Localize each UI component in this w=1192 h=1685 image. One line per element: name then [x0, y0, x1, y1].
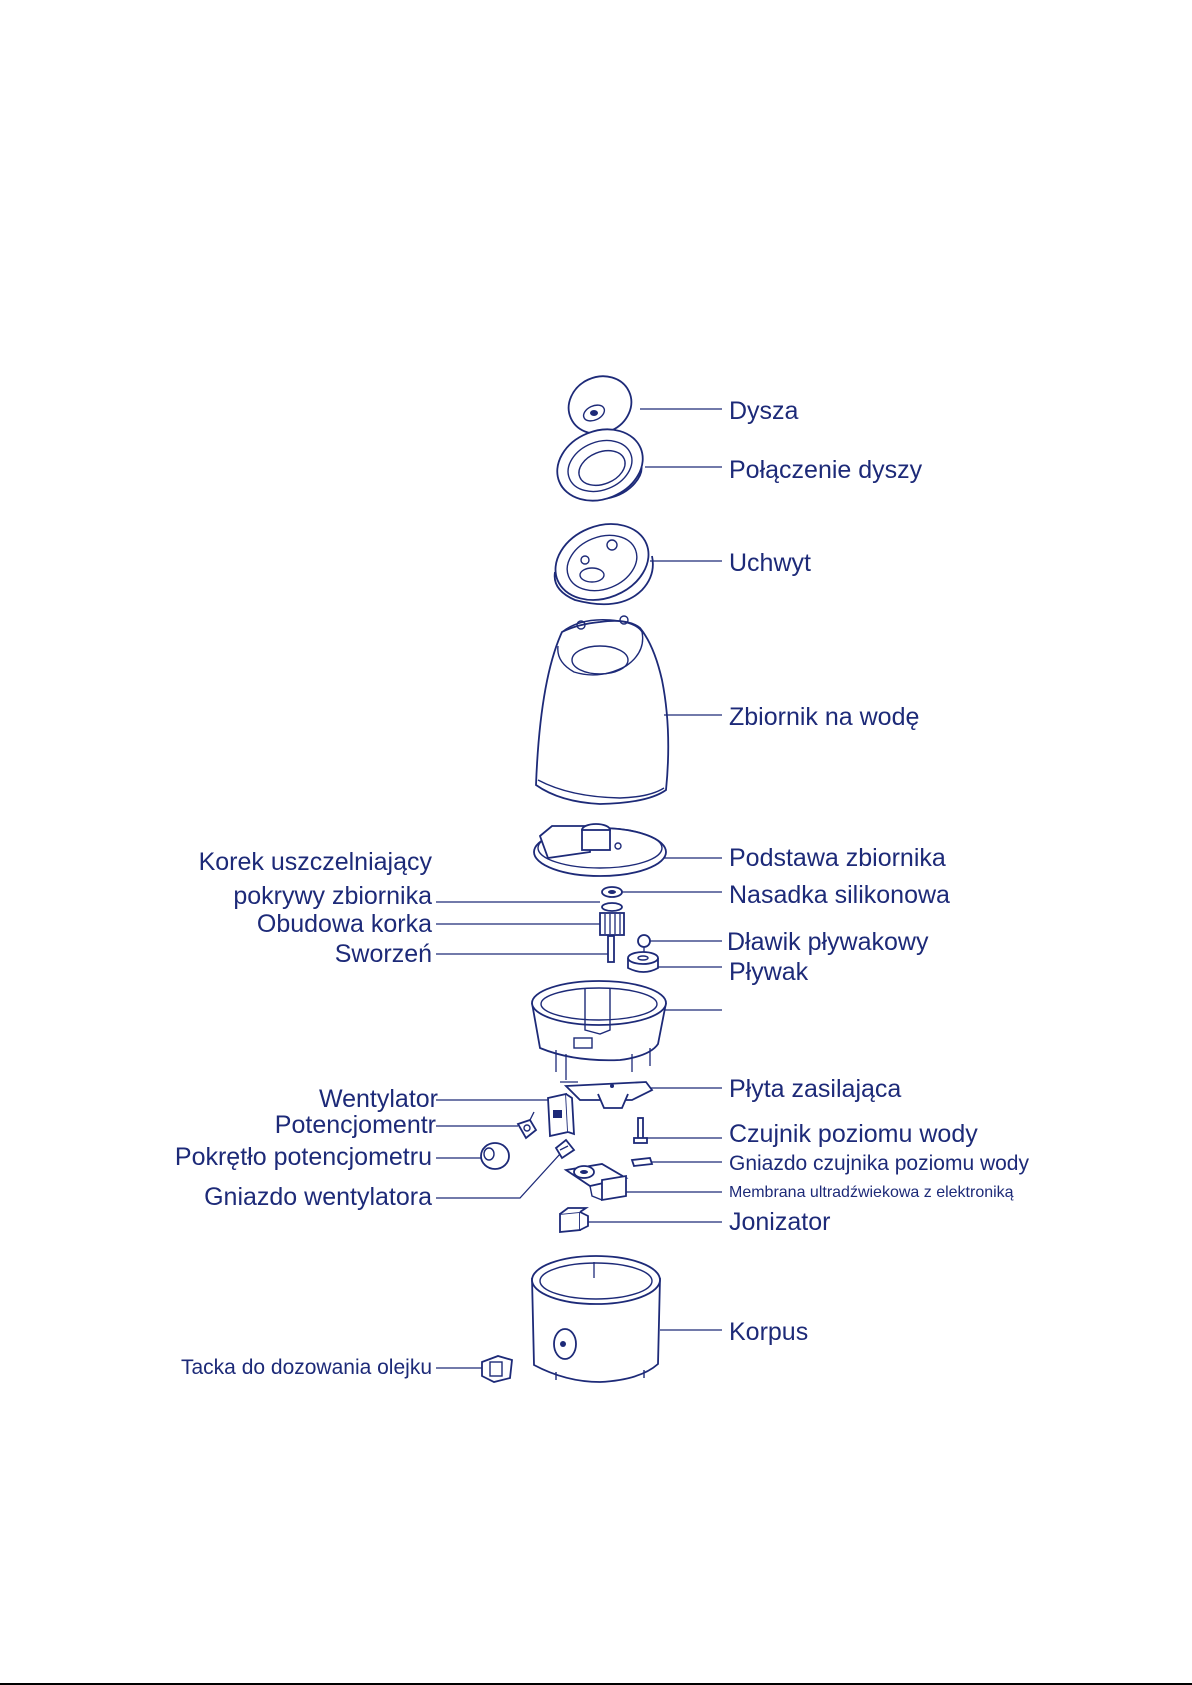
label-potencjometr: Potencjomentr [275, 1111, 436, 1139]
part-potentiometer-knob [480, 1142, 510, 1170]
part-oil-tray [481, 1355, 513, 1383]
label-dlawik-plywakowy: Dławik pływakowy [727, 928, 929, 956]
part-ultrasonic-membrane [563, 1163, 629, 1202]
label-zbiornik-na-wode: Zbiornik na wodę [729, 703, 919, 731]
part-float-choke [637, 934, 651, 953]
part-sensor-socket [630, 1157, 654, 1167]
label-tacka: Tacka do dozowania olejku [181, 1356, 432, 1379]
part-pin [607, 935, 615, 963]
label-obudowa-korka: Obudowa korka [257, 910, 432, 938]
part-plug-housing [599, 912, 625, 936]
label-korek-line2: pokrywy zbiornika [233, 882, 432, 910]
part-water-level-sensor [633, 1117, 648, 1144]
part-holder [553, 523, 654, 606]
part-housing [531, 1255, 661, 1383]
label-pokretlo-potencjometru: Pokrętło potencjometru [175, 1143, 432, 1171]
label-gniazdo-czujnika: Gniazdo czujnika poziomu wody [729, 1152, 1029, 1175]
part-water-tank [535, 615, 670, 805]
label-korpus: Korpus [729, 1318, 808, 1346]
label-sworzen: Sworzeń [335, 940, 432, 968]
label-membrana: Membrana ultradźwiekowa z elektroniką [729, 1184, 1014, 1201]
label-nasadka-silikonowa: Nasadka silikonowa [729, 881, 950, 909]
part-power-board [560, 1081, 654, 1109]
label-gniazdo-wentylatora: Gniazdo wentylatora [204, 1183, 432, 1211]
label-dysza: Dysza [729, 397, 799, 425]
part-tank-base [533, 823, 667, 877]
label-plywak: Pływak [729, 958, 809, 986]
label-podstawa-zbiornika: Podstawa zbiornika [729, 844, 946, 872]
label-czujnik-poziomu-wody: Czujnik poziomu wody [729, 1120, 978, 1148]
label-polaczenie-dyszy: Połączenie dyszy [729, 456, 923, 484]
label-uchwyt: Uchwyt [729, 549, 811, 577]
leader-lines [436, 408, 722, 1369]
part-potentiometer [516, 1111, 538, 1140]
bottom-rule [0, 1683, 1192, 1685]
label-plyta-zasilajaca: Płyta zasilająca [729, 1075, 901, 1103]
part-silicone-cap [601, 886, 623, 912]
label-jonizator: Jonizator [729, 1208, 830, 1236]
label-korek-line1: Korek uszczelniający [199, 848, 433, 876]
part-ionizer [559, 1207, 589, 1233]
part-nozzle-connection [556, 428, 644, 502]
part-fan [547, 1092, 575, 1138]
label-wentylator: Wentylator [319, 1085, 438, 1113]
part-nozzle [567, 375, 633, 435]
part-float [627, 951, 659, 973]
part-tank-frame [531, 980, 667, 1080]
